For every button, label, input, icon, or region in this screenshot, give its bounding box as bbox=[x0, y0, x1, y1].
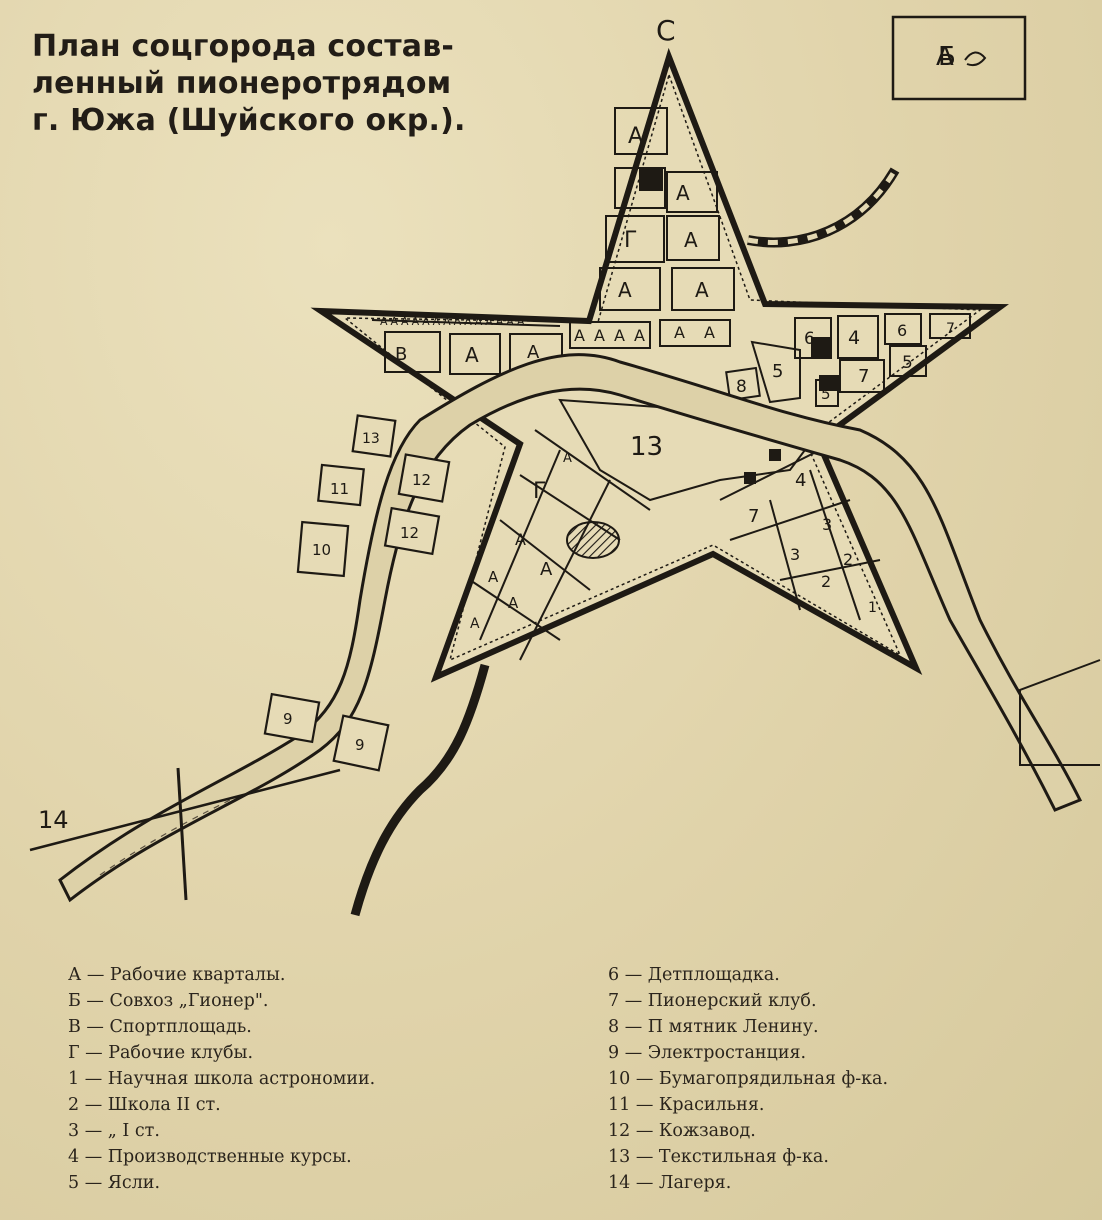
right-block-nursery-3: 5 bbox=[821, 385, 831, 403]
bl-block-a-small: А bbox=[563, 451, 572, 466]
legend-item: 12 — Кожзавод. bbox=[608, 1121, 756, 1141]
power-station-label-1: 9 bbox=[283, 710, 293, 728]
legend-item: 5 — Ясли. bbox=[68, 1173, 161, 1193]
right-block-pioneer-club-1: 7 bbox=[946, 321, 955, 337]
top-block-a1: А bbox=[628, 124, 643, 149]
paper-mill-label: 10 bbox=[312, 541, 331, 559]
camp-road bbox=[29, 768, 341, 852]
left-block-a1: А bbox=[465, 343, 479, 367]
top-block-clubs: Г bbox=[624, 228, 637, 253]
bottom-left-arm-blocks bbox=[469, 429, 651, 661]
legend-left: А — Рабочие кварталы. Б — Совхоз „Гионер… bbox=[68, 962, 375, 1196]
legend-item: 1 — Научная школа астрономии. bbox=[68, 1069, 376, 1089]
bl-block-a4: А bbox=[508, 594, 519, 612]
center-block-a4: А bbox=[634, 326, 645, 345]
br-block-astronomy: 1 bbox=[868, 600, 877, 616]
br-block-school2-a: 2 bbox=[843, 550, 853, 569]
bl-block-a5: А bbox=[470, 616, 480, 632]
legend-item: 4 — Производственные курсы. bbox=[68, 1147, 352, 1167]
legend-item: 11 — Красильня. bbox=[608, 1095, 765, 1115]
power-station-label-2: 9 bbox=[355, 736, 365, 754]
industrial-buildings bbox=[263, 414, 451, 772]
right-block-nursery-1: 5 bbox=[902, 353, 913, 373]
map-title: План соцгорода состав- ленный пионеротря… bbox=[32, 28, 472, 139]
railway-top bbox=[747, 167, 900, 248]
center-block-a1: А bbox=[574, 326, 585, 345]
left-arm-block-strip: АААААААААААААА bbox=[380, 315, 527, 328]
right-block-nursery-2: 5 bbox=[772, 361, 783, 382]
sovkhoz-letter: Б bbox=[938, 42, 956, 72]
bl-block-a3: А bbox=[488, 568, 499, 586]
tannery-label-2: 12 bbox=[400, 524, 419, 542]
legend-item: Б — Совхоз „Гионер". bbox=[68, 991, 269, 1011]
sovkhoz-box: А Б bbox=[891, 15, 1027, 101]
textile-factory-label: 13 bbox=[630, 432, 663, 462]
sovkhoz-label: А bbox=[936, 42, 954, 72]
top-arm-blocks bbox=[599, 107, 735, 311]
camp-crossing bbox=[176, 767, 188, 901]
bl-block-a1: А bbox=[515, 530, 526, 549]
center-block-a5: А bbox=[674, 323, 685, 342]
br-block-pioneer-club: 7 bbox=[748, 506, 759, 527]
bl-block-a2: А bbox=[540, 559, 553, 580]
river bbox=[58, 353, 1083, 903]
lenin-monument-label: 8 bbox=[736, 377, 747, 397]
camps-label: 14 bbox=[38, 806, 69, 834]
legend-item: 14 — Лагеря. bbox=[608, 1173, 732, 1193]
right-block-courses-1: 4 bbox=[848, 327, 860, 349]
left-block-sport: В bbox=[395, 344, 407, 365]
left-block-a2: А bbox=[527, 342, 540, 363]
top-block-a2: А bbox=[676, 181, 690, 205]
legend-item: В — Спортплощадь. bbox=[68, 1017, 252, 1037]
sovkhoz-mark bbox=[964, 51, 987, 67]
tannery-label-1: 12 bbox=[412, 471, 431, 489]
edge-fragment bbox=[1019, 659, 1101, 766]
top-block-a3: А bbox=[684, 228, 698, 252]
center-block-a3: А bbox=[614, 326, 625, 345]
right-block-playground-2: 6 bbox=[897, 321, 907, 340]
title-line-1: План соцгорода состав- bbox=[32, 29, 455, 64]
title-line-2: ленный пионеротрядом bbox=[32, 66, 452, 101]
tannery-bldg-label: 13 bbox=[362, 431, 380, 447]
legend-item: 13 — Текстильная ф-ка. bbox=[608, 1147, 829, 1167]
creek bbox=[350, 663, 490, 917]
legend-item: 7 — Пионерский клуб. bbox=[608, 991, 817, 1011]
right-block-playground-1: 6 bbox=[804, 329, 815, 349]
right-arm-blocks bbox=[725, 313, 971, 407]
title-line-3: г. Южа (Шуйского окр.). bbox=[32, 103, 466, 138]
br-block-courses: 4 bbox=[795, 470, 806, 491]
legend-item: 9 — Электростанция. bbox=[608, 1043, 807, 1063]
center-block-a6: А bbox=[704, 323, 715, 342]
legend-item: Г — Рабочие клубы. bbox=[68, 1043, 254, 1063]
center-row-blocks bbox=[569, 319, 731, 349]
br-block-school1-b: 3 bbox=[790, 545, 800, 564]
top-block-a5: А bbox=[695, 278, 709, 302]
legend-item: 6 — Детплощадка. bbox=[608, 965, 780, 985]
bl-block-clubs: Г bbox=[533, 479, 546, 504]
right-block-pioneer-club-2: 7 bbox=[858, 366, 869, 387]
legend-item: 3 — „ I ст. bbox=[68, 1121, 160, 1141]
star-outline bbox=[310, 47, 1009, 683]
legend-item: А — Рабочие кварталы. bbox=[68, 965, 286, 985]
legend-item: 2 — Школа II ст. bbox=[68, 1095, 221, 1115]
center-block-a2: А bbox=[594, 326, 605, 345]
compass-north-label: С bbox=[656, 14, 676, 47]
top-block-a4: А bbox=[618, 278, 632, 302]
dye-works-label: 11 bbox=[330, 480, 349, 498]
city-plan-map: А Б С А А Г А А А А А А А А А bbox=[29, 14, 1101, 917]
bottom-right-arm-blocks bbox=[719, 449, 881, 621]
legend-item: 8 — П мятник Ленину. bbox=[608, 1017, 819, 1037]
br-block-school2-b: 2 bbox=[821, 572, 831, 591]
br-block-school1-a: 3 bbox=[822, 515, 832, 534]
legend-right: 6 — Детплощадка. 7 — Пионерский клуб. 8 … bbox=[608, 962, 888, 1196]
center-row-labels: А А А А А А bbox=[574, 323, 715, 345]
legend-item: 10 — Бумагопрядильная ф-ка. bbox=[608, 1069, 889, 1089]
